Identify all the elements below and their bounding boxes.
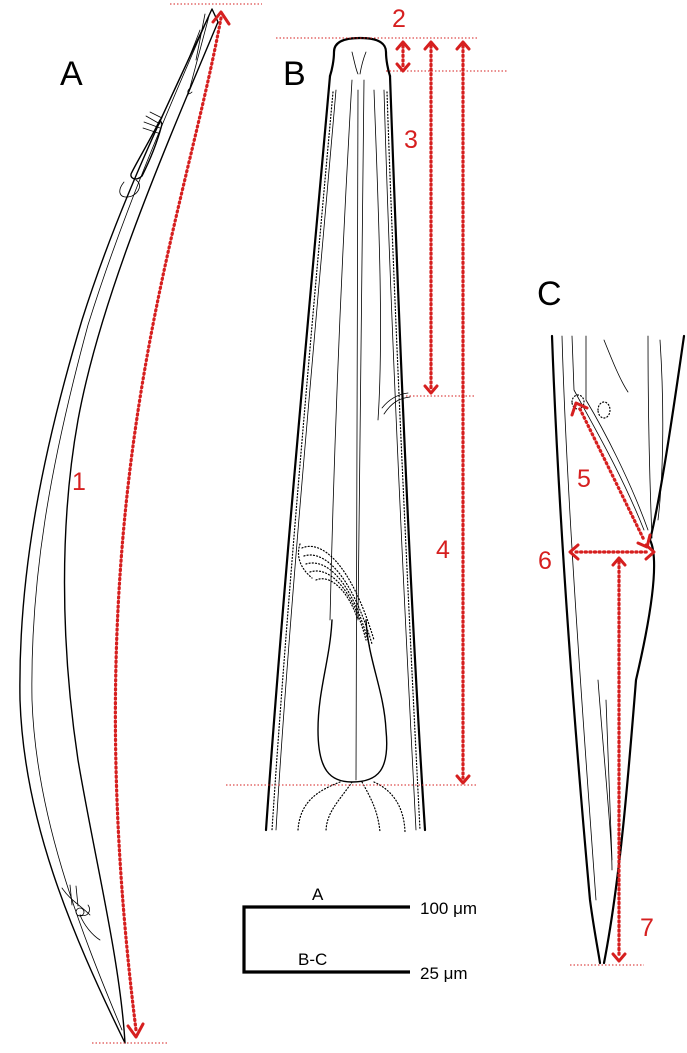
scale-bar-bc-label: B-C	[298, 950, 327, 969]
pharynx-line	[159, 29, 201, 121]
panel-label-c: C	[537, 275, 562, 313]
measurement-label-2: 2	[392, 5, 406, 33]
body-wall-right	[388, 74, 427, 832]
measurement-2	[276, 37, 508, 73]
tail-inner-ventral	[561, 335, 597, 901]
bulb-striations	[142, 111, 163, 134]
tail-canal	[597, 679, 613, 871]
stylet-b	[329, 79, 353, 621]
measurement-label-1: 1	[72, 468, 86, 496]
pharynx-axis	[355, 89, 359, 781]
scale-bars: A 100 μm B-C 25 μm	[242, 885, 477, 983]
anal-gland-left	[571, 394, 585, 410]
cuticle-right	[383, 89, 417, 831]
stylet-b-2	[357, 79, 365, 621]
scale-bar-lines	[242, 905, 410, 974]
lip-region	[328, 36, 392, 78]
pharyngeal-gland	[119, 179, 140, 198]
amphid-structure	[297, 543, 375, 649]
measurement-label-3: 3	[404, 126, 418, 154]
intestine-start	[297, 781, 406, 833]
scale-bar-a-label: A	[312, 885, 324, 904]
measurement-label-6: 6	[538, 547, 552, 575]
body-wall-left	[264, 74, 332, 832]
gubernaculum	[603, 339, 664, 521]
scale-bar-a-value: 100 μm	[420, 899, 477, 918]
cuticle-left	[275, 89, 337, 831]
measurement-7	[570, 556, 644, 966]
measurement-1	[92, 3, 262, 1044]
measurement-label-7: 7	[640, 914, 654, 942]
stylet	[187, 13, 210, 96]
anal-region	[61, 884, 91, 917]
panel-c-drawing	[550, 334, 686, 965]
body-inner-line	[31, 17, 209, 1031]
pharynx-wall	[373, 89, 381, 421]
basal-bulb	[317, 619, 388, 783]
measurement-6	[568, 543, 656, 561]
spicule-left	[571, 335, 645, 531]
nerve-ring	[381, 392, 411, 415]
panel-label-b: B	[283, 55, 306, 93]
anal-gland-right	[597, 401, 611, 419]
spicule-right	[585, 335, 653, 539]
panel-b-drawing	[264, 36, 427, 833]
lateral-field-right	[386, 91, 421, 831]
oral-opening	[351, 51, 367, 75]
tail-ventral-outline	[550, 334, 602, 965]
anal-loop	[75, 907, 101, 941]
tail-dorsal-outline	[602, 334, 686, 965]
panel-label-a: A	[60, 55, 83, 93]
median-bulb	[130, 119, 163, 180]
measurement-label-4: 4	[436, 536, 450, 564]
scale-bar-bc-value: 25 μm	[420, 964, 468, 983]
measurement-label-5: 5	[577, 465, 591, 493]
measurement-3	[406, 40, 476, 397]
measurement-4	[226, 40, 478, 786]
lateral-field-left	[271, 91, 334, 831]
